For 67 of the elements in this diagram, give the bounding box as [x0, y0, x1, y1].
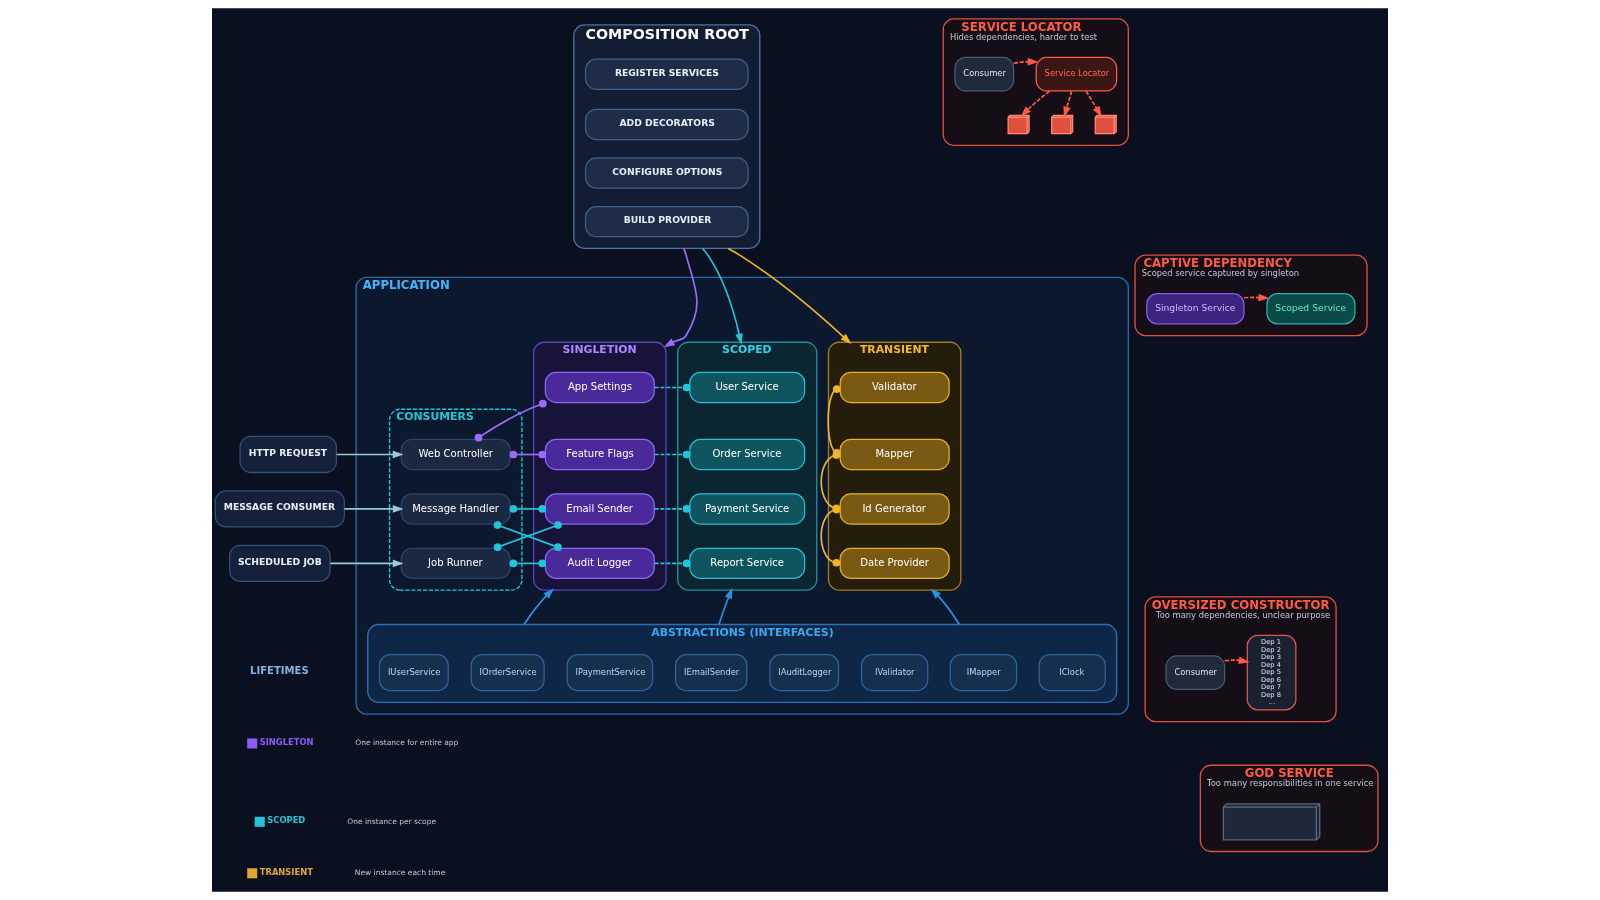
node-box: IClock [1038, 654, 1106, 692]
node-box: Report Service [689, 547, 806, 580]
node-box: Scoped Service [1266, 293, 1356, 325]
label: New instance each time [354, 868, 446, 878]
node-box: Date Provider [839, 547, 950, 580]
arrow [701, 247, 743, 345]
connector [653, 450, 691, 459]
arrow [1224, 656, 1250, 665]
connector [509, 450, 547, 459]
node-box: Consumer [1165, 655, 1226, 691]
node-box: Id Generator [839, 493, 950, 525]
node-box: Message Handler [400, 493, 511, 525]
arrow [727, 247, 852, 344]
arrow [1063, 90, 1073, 118]
node-box: Job Runner [400, 547, 511, 580]
arrow [1243, 293, 1270, 302]
node-box: Web Controller [400, 438, 511, 471]
connector [474, 399, 547, 442]
node-box: SCHEDULED JOB [228, 544, 331, 582]
legend-label: TRANSIENT [259, 866, 313, 877]
connector [653, 383, 691, 392]
arrow [343, 505, 404, 513]
node-box: Mapper [839, 438, 950, 471]
node-box: IValidator [860, 654, 929, 692]
cluster: GOD SERVICE Too many responsibilities in one service [1199, 764, 1379, 853]
node-box: Audit Logger [544, 547, 655, 580]
arrow [329, 559, 404, 568]
connector [509, 505, 547, 513]
node-box: Payment Service [689, 493, 806, 525]
arrow [718, 587, 733, 626]
node-box: ADD DECORATORS [584, 108, 749, 141]
label: LIFETIMES [250, 665, 309, 677]
connector [653, 559, 691, 568]
arrow [1012, 57, 1039, 66]
connector [493, 521, 562, 552]
arrow [930, 588, 961, 626]
node-box: Service Locator [1035, 56, 1118, 92]
node-box: Order Service [689, 438, 806, 471]
legend-label: SINGLETON [259, 736, 314, 747]
node-box: REGISTER SERVICES [584, 58, 749, 90]
node-box: User Service [689, 371, 806, 404]
node-box: IPaymentService [566, 654, 654, 692]
node-box: Email Sender [544, 493, 655, 525]
node-box: Singleton Service [1146, 293, 1245, 325]
node-box: Consumer [954, 56, 1015, 92]
node-box: IEmailSender [675, 654, 748, 692]
node-box: IOrderService [470, 654, 545, 692]
legend-label: SCOPED [267, 815, 306, 826]
node-box: IUserService [378, 654, 449, 692]
arrow [335, 450, 404, 459]
node-box: HTTP REQUEST [239, 435, 337, 474]
node-box: App Settings [544, 371, 655, 404]
node-box: IAuditLogger [769, 654, 840, 692]
arrow [1020, 90, 1051, 117]
label: One instance for entire app [355, 738, 459, 748]
connector [509, 559, 547, 568]
node-box: CONFIGURE OPTIONS [584, 157, 749, 189]
arrow [663, 247, 698, 348]
arrow [523, 588, 555, 626]
node-box: IMapper [949, 654, 1018, 692]
connector [653, 505, 691, 513]
node-box: Feature Flags [544, 438, 655, 471]
arrow [1085, 90, 1102, 118]
node-box: MESSAGE CONSUMER [214, 490, 345, 528]
node-box: Validator [839, 371, 950, 404]
node-box: BUILD PROVIDER [584, 205, 749, 238]
label: One instance per scope [347, 816, 437, 826]
